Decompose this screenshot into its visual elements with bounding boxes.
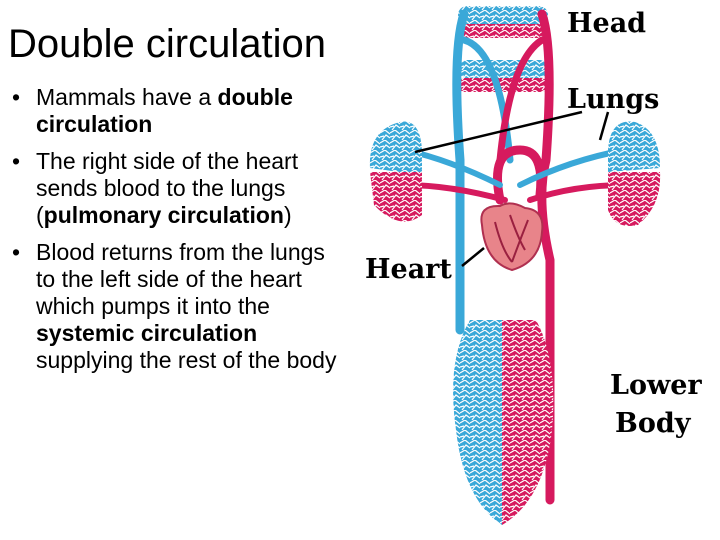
head-capillary-venous xyxy=(458,6,548,24)
bullet-list: Mammals have a double circulation The ri… xyxy=(10,84,345,384)
lower-body-capillary-bed xyxy=(453,320,554,525)
slide-title: Double circulation xyxy=(8,22,326,66)
upper-artery-vessel xyxy=(496,36,546,164)
bullet-text: Blood returns from the lungs to the left… xyxy=(36,239,325,319)
bullet-item: Mammals have a double circulation xyxy=(10,84,345,138)
bullet-text: supplying the rest of the body xyxy=(36,347,337,373)
right-lung-capillary-bed xyxy=(608,121,661,226)
left-lung-capillary-bed xyxy=(369,121,422,222)
aortic-arch-vessel xyxy=(493,145,546,205)
lower-body-label-line1: Lower xyxy=(610,370,702,401)
circulation-diagram: Head Lungs Heart Lower Body xyxy=(365,6,702,525)
aorta-vessel xyxy=(537,9,555,505)
bullet-item: The right side of the heart sends blood … xyxy=(10,148,345,229)
lungs-leader-line-left xyxy=(414,110,583,154)
neck-capillary-venous xyxy=(458,60,548,78)
right-lung-venous xyxy=(608,121,660,172)
head-capillary-arterial xyxy=(458,24,548,38)
bullet-text: The right side of the heart sends blood … xyxy=(36,148,299,228)
lower-body-venous xyxy=(453,320,502,525)
lower-body-arterial xyxy=(502,320,554,525)
heart-label: Heart xyxy=(365,254,452,285)
bullet-item: Blood returns from the lungs to the left… xyxy=(10,239,345,374)
heart-shape xyxy=(480,202,544,272)
heart-leader-line xyxy=(461,247,485,267)
heart-chambers xyxy=(494,214,529,263)
lungs-label: Lungs xyxy=(567,84,659,115)
left-lung-arterial xyxy=(370,172,422,222)
bullet-text: ) xyxy=(283,202,292,228)
right-lung-arterial xyxy=(608,172,661,226)
vena-cava-vessel xyxy=(452,9,469,335)
neck-capillary-arterial xyxy=(458,78,548,92)
bullet-bold-term: double circulation xyxy=(36,84,293,137)
lower-body-label-line2: Body xyxy=(615,408,692,439)
head-label: Head xyxy=(567,8,646,39)
bullet-bold-term: pulmonary circulation xyxy=(43,202,284,228)
lungs-leader-line-right xyxy=(598,111,610,141)
bullet-bold-term: systemic circulation xyxy=(36,320,258,346)
bullet-text: Mammals have a xyxy=(36,84,218,110)
left-lung-venous xyxy=(369,121,422,175)
upper-vein-vessel xyxy=(460,36,514,164)
